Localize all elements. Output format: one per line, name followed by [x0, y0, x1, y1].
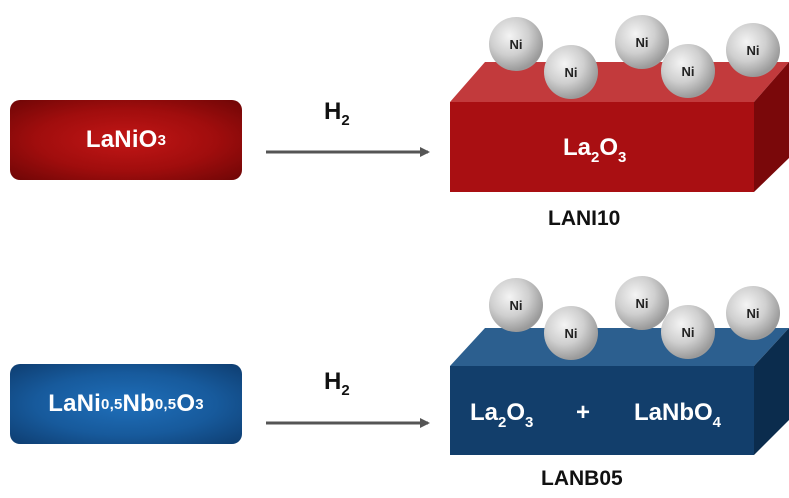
la2o3-lanbo4-block: [450, 328, 789, 455]
svg-text:Ni: Ni: [510, 298, 523, 313]
ni-particle: Ni: [661, 44, 715, 98]
caption-lani10: LANI10: [548, 207, 621, 230]
ni-particle: Ni: [615, 276, 669, 330]
svg-text:Ni: Ni: [682, 325, 695, 340]
svg-text:Ni: Ni: [565, 65, 578, 80]
ni-particle: Ni: [544, 45, 598, 99]
svg-text:Ni: Ni: [510, 37, 523, 52]
svg-text:Ni: Ni: [747, 43, 760, 58]
svg-text:Ni: Ni: [636, 296, 649, 311]
reagent-h2-bottom: H2: [324, 368, 350, 399]
svg-text:Ni: Ni: [565, 326, 578, 341]
svg-text:Ni: Ni: [636, 35, 649, 50]
svg-text:Ni: Ni: [682, 64, 695, 79]
ni-particle: Ni: [726, 286, 780, 340]
caption-lanb05: LANB05: [541, 467, 623, 490]
la2o3-label: La2O3: [563, 134, 627, 166]
la2o3-label: La2O3: [470, 399, 534, 431]
ni-particle: Ni: [615, 15, 669, 69]
ni-particle: Ni: [544, 306, 598, 360]
ni-particle: Ni: [726, 23, 780, 77]
svg-text:Ni: Ni: [747, 306, 760, 321]
ni-particle: Ni: [489, 278, 543, 332]
ni-particle: Ni: [661, 305, 715, 359]
ni-particle: Ni: [489, 17, 543, 71]
reagent-h2-top: H2: [324, 98, 350, 129]
lanbo4-label: LaNbO4: [634, 399, 722, 431]
la2o3-block: [450, 62, 789, 192]
plus-sign: +: [576, 399, 591, 426]
